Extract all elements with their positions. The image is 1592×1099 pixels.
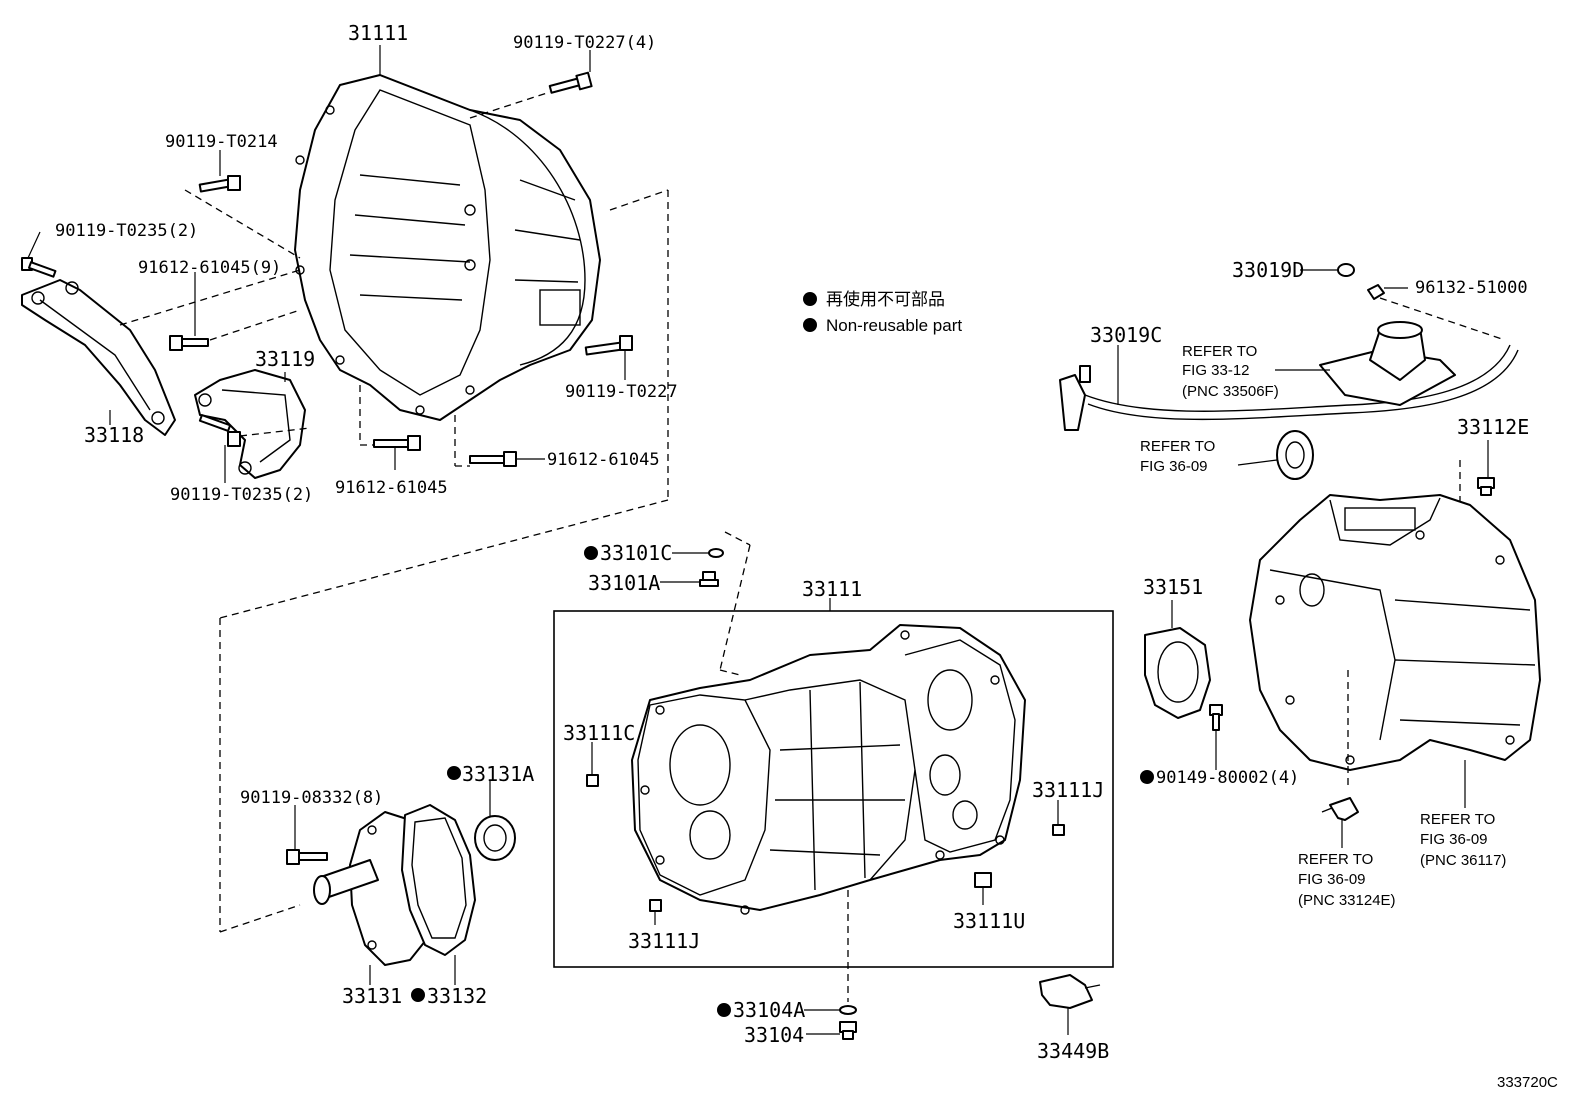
ref3-line3: (PNC 33124E) xyxy=(1298,892,1396,909)
gasket-33132-part[interactable] xyxy=(401,804,476,956)
label-33101c: 33101C xyxy=(600,541,672,565)
legend-en: Non-reusable part xyxy=(826,316,962,335)
label-33111j-right: 33111J xyxy=(1032,778,1104,802)
label-33119: 33119 xyxy=(255,347,315,371)
label-91612-61045-a: 91612-61045 xyxy=(335,478,448,498)
shift-lever-retainer-part[interactable] xyxy=(1319,321,1456,406)
label-33019d: 33019D xyxy=(1232,258,1304,282)
clip-33449b-part[interactable] xyxy=(1039,974,1101,1009)
legend-jp: 再使用不可部品 xyxy=(826,289,945,309)
ref1-line2: FIG 33-12 xyxy=(1182,362,1250,379)
ref1-line1: REFER TO xyxy=(1182,343,1257,360)
bracket-33119-part[interactable] xyxy=(194,369,306,479)
label-33151: 33151 xyxy=(1143,575,1203,599)
ref3-line2: FIG 36-09 xyxy=(1298,871,1366,888)
bolt-91612-61045-b[interactable] xyxy=(469,451,517,467)
fig36-09-sensor-part[interactable] xyxy=(1321,797,1359,821)
bolt-90119-08332-8[interactable] xyxy=(286,849,328,865)
ref2-line1: REFER TO xyxy=(1140,438,1215,455)
clutch-housing-part[interactable] xyxy=(294,74,601,421)
breather-hose-33019c-part[interactable] xyxy=(1059,344,1519,431)
ref4-line1: REFER TO xyxy=(1420,811,1495,828)
fig36-09-ring-part[interactable] xyxy=(1276,430,1314,480)
seal-33131a-part[interactable] xyxy=(474,815,516,861)
bolt-90119-t0235-2-top[interactable] xyxy=(21,257,57,278)
legend: 再使用不可部品 Non-reusable part xyxy=(803,289,962,335)
label-33131: 33131 xyxy=(342,984,402,1008)
label-90119-t0235-2-top: 90119-T0235(2) xyxy=(55,221,198,241)
label-33104: 33104 xyxy=(744,1023,804,1047)
label-33112e: 33112E xyxy=(1457,415,1529,439)
gasket-33104a-part[interactable] xyxy=(839,1005,857,1015)
label-33019c: 33019C xyxy=(1090,323,1162,347)
clip-96132-51000-part[interactable] xyxy=(1367,284,1385,300)
label-33111j-left: 33111J xyxy=(628,929,700,953)
label-90119-t0214: 90119-T0214 xyxy=(165,132,278,152)
label-33104a: 33104A xyxy=(733,998,805,1022)
label-33111c: 33111C xyxy=(563,721,635,745)
ref4-line2: FIG 36-09 xyxy=(1420,831,1488,848)
bolt-90119-t0214[interactable] xyxy=(198,175,241,193)
label-91612-61045-b: 91612-61045 xyxy=(547,450,660,470)
bolt-90119-t0235-2-bottom[interactable] xyxy=(198,414,241,447)
label-91612-61045-9: 91612-61045(9) xyxy=(138,258,281,278)
bolt-90119-t0227[interactable] xyxy=(584,335,633,356)
ref4-line3: (PNC 36117) xyxy=(1420,852,1506,869)
ref3-line1: REFER TO xyxy=(1298,851,1373,868)
bolt-90119-t0227-4[interactable] xyxy=(548,71,593,94)
plug-33101a-part[interactable] xyxy=(699,571,719,587)
case-assembly-box xyxy=(553,610,1114,968)
pin-33111j-right-part[interactable] xyxy=(1052,824,1065,836)
plug-33104-part[interactable] xyxy=(839,1021,857,1040)
bolt-91612-61045-9[interactable] xyxy=(169,335,209,351)
bolt-91612-61045-a[interactable] xyxy=(373,435,421,451)
label-33111-case: 33111 xyxy=(802,577,862,601)
label-90119-t0227: 90119-T0227 xyxy=(565,382,678,402)
bolt-90149-80002-4[interactable] xyxy=(1209,704,1223,731)
pin-33111j-left-part[interactable] xyxy=(649,899,662,912)
figure-code: 333720C xyxy=(1497,1074,1558,1091)
plug-33112e-part[interactable] xyxy=(1477,477,1495,496)
pin-33111u-part[interactable] xyxy=(974,872,992,888)
pin-33111c-part[interactable] xyxy=(586,774,599,787)
label-33118: 33118 xyxy=(84,423,144,447)
label-90119-08332-8: 90119-08332(8) xyxy=(240,788,383,808)
label-90149-80002-4: 90149-80002(4) xyxy=(1156,768,1299,788)
gasket-33101c-part[interactable] xyxy=(708,548,724,558)
ref2-line2: FIG 36-09 xyxy=(1140,458,1208,475)
transmission-case-part[interactable] xyxy=(631,624,1026,915)
label-33101a: 33101A xyxy=(588,571,660,595)
extension-housing-part[interactable] xyxy=(1249,494,1541,771)
cover-33151-part[interactable] xyxy=(1144,627,1211,719)
label-33131a: 33131A xyxy=(462,762,534,786)
label-33449b: 33449B xyxy=(1037,1039,1109,1063)
label-96132-51000: 96132-51000 xyxy=(1415,278,1528,298)
bracket-33118-part[interactable] xyxy=(21,279,176,436)
clamp-33019d-part[interactable] xyxy=(1337,263,1355,277)
ref1-line3: (PNC 33506F) xyxy=(1182,383,1279,400)
label-90119-t0227-4: 90119-T0227(4) xyxy=(513,33,656,53)
label-31111-top: 31111 xyxy=(348,21,408,45)
label-33132: 33132 xyxy=(427,984,487,1008)
label-90119-t0235-2-bottom: 90119-T0235(2) xyxy=(170,485,313,505)
label-33111u: 33111U xyxy=(953,909,1025,933)
